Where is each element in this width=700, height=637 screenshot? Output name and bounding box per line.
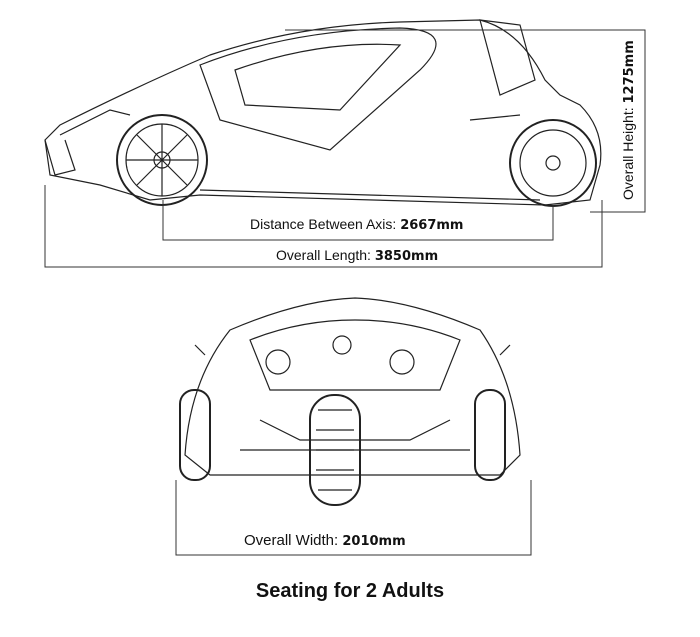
- axis-value: 2667mm: [400, 218, 464, 233]
- height-label: Overall Height:: [620, 107, 636, 200]
- side-view-car: [44, 19, 602, 206]
- length-value: 3850mm: [374, 249, 439, 264]
- length-label: Overall Length:: [276, 247, 371, 263]
- width-bracket: [175, 480, 532, 556]
- front-view-car: [184, 297, 521, 476]
- height-value: 1275mm: [622, 40, 637, 104]
- width-dimension: Overall Width: 2010mm: [244, 532, 406, 549]
- width-label: Overall Width:: [244, 532, 339, 549]
- length-bracket: [44, 185, 603, 268]
- axis-label: Distance Between Axis:: [250, 216, 397, 232]
- length-dimension: Overall Length: 3850mm: [276, 247, 438, 264]
- axis-bracket: [162, 200, 554, 241]
- width-value: 2010mm: [342, 534, 406, 549]
- axis-dimension: Distance Between Axis: 2667mm: [250, 216, 463, 233]
- dimension-lines: [44, 29, 646, 556]
- rear-wheel-side: [509, 119, 597, 207]
- front-view-wheels: [179, 389, 506, 506]
- seating-caption: Seating for 2 Adults: [255, 580, 445, 602]
- height-bracket: [285, 29, 646, 213]
- height-dimension: Overall Height: 1275mm: [620, 40, 637, 200]
- front-wheel-side: [116, 114, 208, 206]
